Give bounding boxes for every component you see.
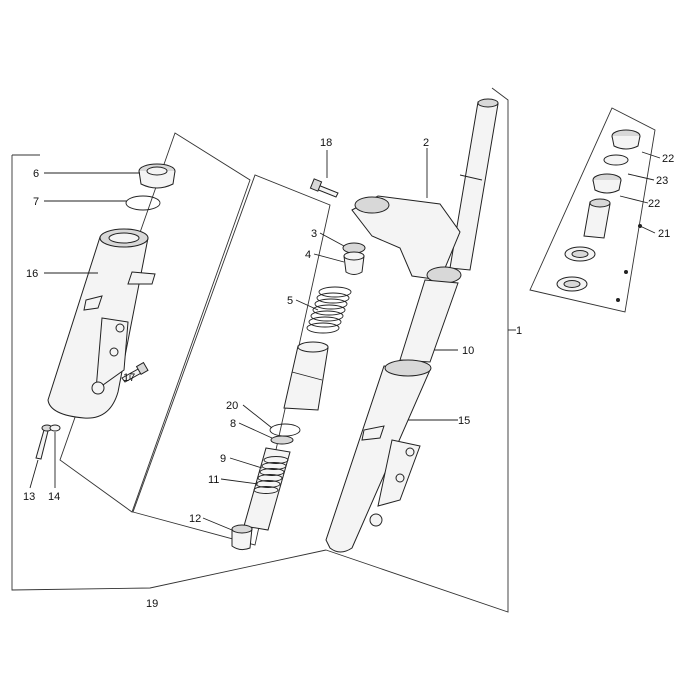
ring-20 (269, 423, 301, 437)
stem-top (477, 98, 499, 108)
callout-12: 12 (189, 513, 201, 525)
screw-17-head (135, 361, 149, 376)
rod-spring-9 (253, 456, 289, 494)
left-tube-bore (108, 232, 140, 244)
callout-15: 15 (458, 415, 470, 427)
right-mount-hole-2 (395, 473, 405, 483)
callout-23: 23 (656, 175, 668, 187)
bottom-cap-12 (231, 527, 253, 551)
callout-18: 18 (320, 137, 332, 149)
callout-8: 8 (230, 418, 236, 430)
cap-6-center (146, 166, 168, 176)
left-fork-leg (47, 228, 156, 419)
spacer-tube (283, 345, 329, 411)
inner-tube-10 (399, 279, 459, 363)
bearing-lower-bore (563, 280, 581, 288)
frame-19 (11, 155, 327, 591)
left-mount-hole-1 (115, 323, 125, 333)
callout-1: 1 (516, 325, 522, 337)
locknut-22-top-body (611, 135, 641, 150)
left-axle-hole (91, 381, 105, 395)
bearing-upper-bore (571, 250, 589, 258)
kit-dot-3 (616, 298, 620, 302)
callout-2: 2 (423, 137, 429, 149)
frame-middle (132, 174, 331, 546)
kit-dot-2 (624, 270, 628, 274)
callout-7: 7 (33, 196, 39, 208)
left-mount-hole-2 (109, 347, 119, 357)
callout-4: 4 (305, 249, 311, 261)
callout-20: 20 (226, 400, 238, 412)
callout-22a: 22 (662, 153, 674, 165)
right-mount-hole-1 (405, 447, 415, 457)
callout-13: 13 (23, 491, 35, 503)
spring-5 (306, 286, 352, 334)
callout-11: 11 (208, 474, 219, 486)
race-21 (583, 201, 611, 239)
bushing-4 (343, 255, 365, 275)
cap-and-oring (125, 163, 176, 211)
bottom-cap-12-top (231, 524, 253, 534)
callout-9: 9 (220, 453, 226, 465)
callout-17: 17 (123, 372, 135, 384)
callout-22b: 22 (648, 198, 660, 210)
spacer-tube-band (291, 371, 323, 381)
spacer-tube-top (297, 341, 329, 353)
frame-1 (325, 87, 509, 613)
cap-6-body (138, 170, 176, 189)
callout-3: 3 (311, 228, 317, 240)
left-tab (127, 271, 156, 285)
callout-19: 19 (146, 598, 158, 610)
screw-17 (121, 361, 149, 383)
right-leg-top (384, 359, 432, 377)
left-outer-tube (47, 236, 149, 419)
washer-23 (603, 154, 629, 166)
callout-6: 6 (33, 168, 39, 180)
locknut-22-bottom-body (592, 179, 622, 194)
callout-16: 16 (26, 268, 38, 280)
right-axle-hole (369, 513, 383, 527)
stem-tube (449, 101, 499, 271)
callout-14: 14 (48, 491, 60, 503)
bearing-kit (556, 129, 642, 302)
damper-rod (243, 447, 291, 531)
ring-8 (270, 435, 294, 445)
callout-labels: 1 2 3 4 5 6 7 8 9 10 11 12 13 14 15 16 1… (23, 137, 674, 610)
oring-7 (125, 195, 161, 211)
callout-21: 21 (658, 228, 670, 240)
bolt-and-washer (35, 424, 61, 460)
left-slot (83, 295, 103, 311)
washer-14 (49, 424, 61, 432)
race-21-top (589, 198, 611, 208)
steering-stem (325, 98, 499, 553)
frame-21 (529, 107, 656, 313)
callout-10: 10 (462, 345, 474, 357)
leader-lines (29, 148, 661, 531)
callout-5: 5 (287, 295, 293, 307)
stem-band (459, 174, 483, 181)
bolt-13-shaft (35, 429, 49, 460)
right-outer-leg (325, 365, 431, 553)
right-slot (361, 425, 385, 441)
group-frames (11, 87, 656, 613)
fork-internals (231, 178, 366, 551)
clamp-left-bore (354, 196, 390, 214)
right-caliper-mount (377, 439, 421, 507)
bushing-4-top (343, 251, 365, 261)
bolt-18-head (309, 178, 323, 192)
